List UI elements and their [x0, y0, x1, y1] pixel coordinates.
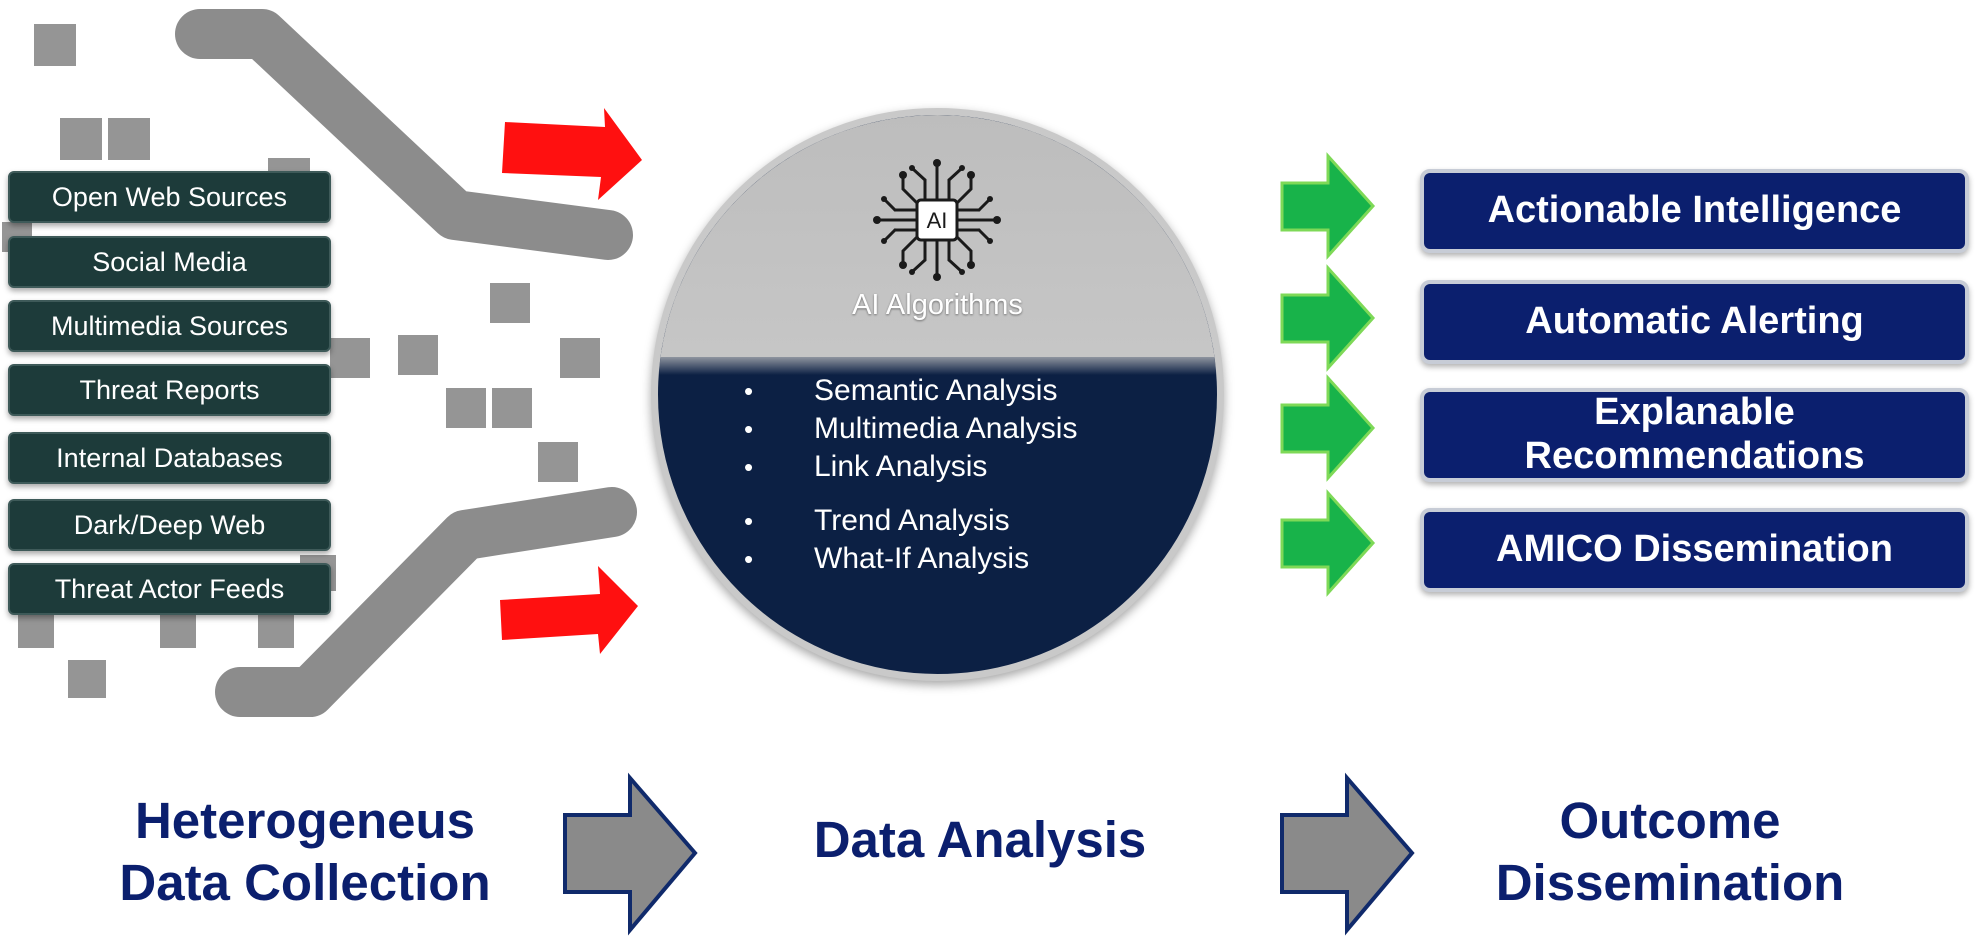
stage-label-analysis: Data Analysis	[813, 811, 1147, 868]
routing-bands	[175, 9, 637, 717]
list-item: Multimedia Analysis	[744, 410, 1077, 448]
source-box: Multimedia Sources	[8, 300, 331, 352]
outcome-box: AMICO Dissemination	[1420, 508, 1969, 592]
list-item: Trend Analysis	[744, 502, 1077, 540]
source-box: Threat Actor Feeds	[8, 563, 331, 615]
analysis-methods-list: Semantic Analysis Multimedia Analysis Li…	[744, 372, 1077, 578]
list-item: Link Analysis	[744, 448, 1077, 486]
source-box: Dark/Deep Web	[8, 499, 331, 551]
ai-chip-label: AI	[927, 208, 948, 233]
ai-algorithms-title: AI Algorithms	[852, 289, 1023, 321]
stage-label-dissemination: Outcome Dissemination	[1495, 792, 1845, 912]
source-box: Internal Databases	[8, 432, 331, 484]
source-box: Threat Reports	[8, 364, 331, 416]
list-item: What-If Analysis	[744, 540, 1077, 578]
source-box: Social Media	[8, 236, 331, 288]
list-item: Semantic Analysis	[744, 372, 1077, 410]
outcome-box: Automatic Alerting	[1420, 280, 1969, 364]
analysis-circle: AI AI Algorithms Semantic Analysis Multi…	[651, 108, 1224, 681]
ai-chip-icon: AI	[873, 159, 1001, 281]
outcome-box: Actionable Intelligence	[1420, 169, 1969, 253]
outcome-box: Explanable Recommendations	[1420, 388, 1969, 482]
stage-label-collection: Heterogeneus Data Collection	[119, 792, 491, 912]
source-box: Open Web Sources	[8, 171, 331, 223]
